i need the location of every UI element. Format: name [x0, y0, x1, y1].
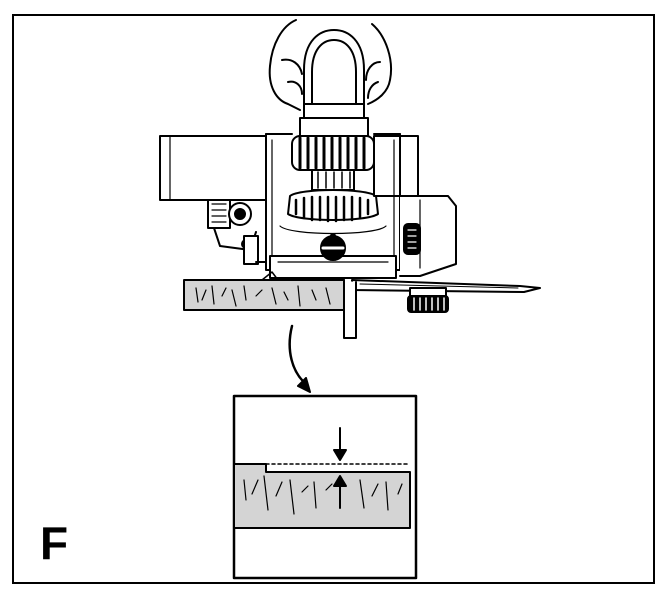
guide-fence	[351, 279, 541, 313]
side-switch	[207, 199, 267, 265]
detail-inset	[232, 394, 418, 580]
workpiece-top	[183, 271, 357, 339]
handle	[303, 29, 365, 123]
depth-adjust-knob	[287, 117, 379, 223]
hand	[268, 19, 392, 111]
detail-arrow	[288, 324, 311, 393]
side-knob	[399, 195, 457, 277]
figure-label: F	[40, 517, 69, 569]
